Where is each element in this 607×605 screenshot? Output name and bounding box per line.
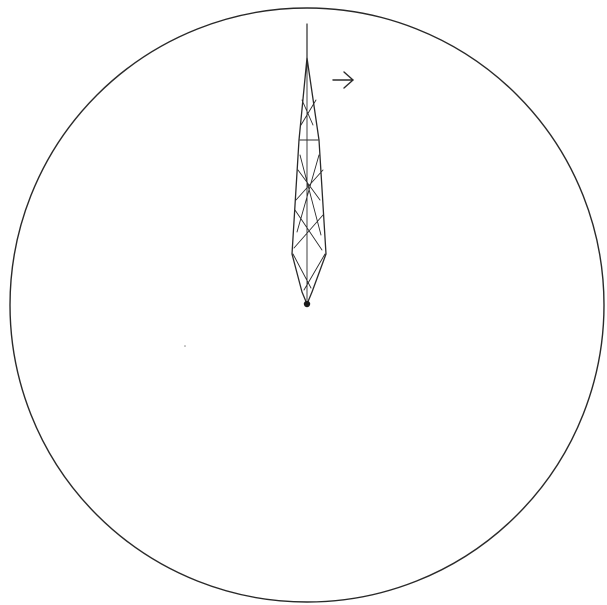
clock-hand [292,24,326,307]
hand-outline [292,58,326,304]
pivot-dot [304,301,310,307]
hand-hatching [293,60,325,300]
ink-speck [184,345,186,347]
direction-arrow-icon [333,72,353,88]
